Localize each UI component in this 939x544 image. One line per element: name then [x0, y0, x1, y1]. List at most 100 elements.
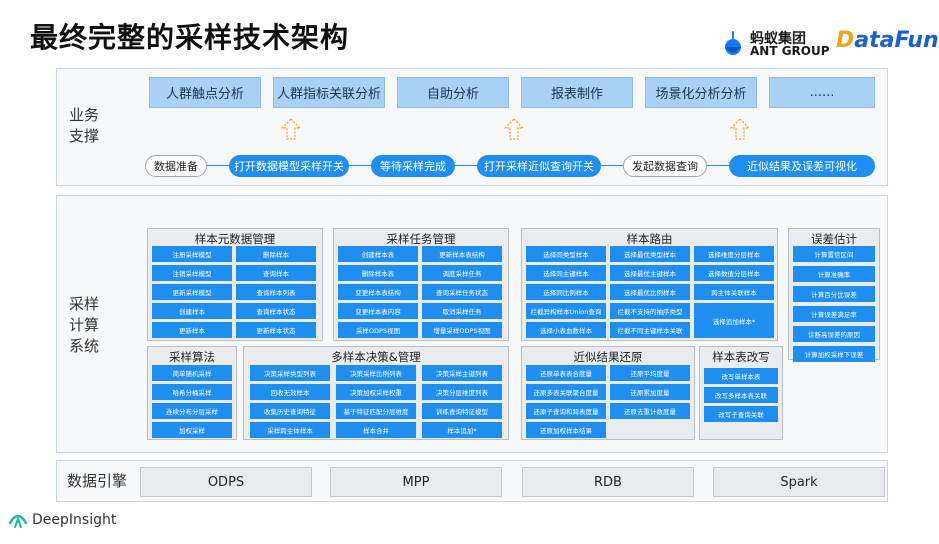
data-engine-label: 数据引擎 [67, 472, 128, 490]
rewrite-item: 改写子查询关联 [704, 406, 778, 422]
error-item: 计算置信区间 [793, 246, 875, 262]
metadata-item: 删除样本 [236, 246, 316, 262]
business-box-report: 报表制作 [521, 77, 633, 108]
panel-approx-restore: 近似结果还原 还原单表表合度量 还原平均度量 还原多表关联聚合度量 还原累加度量… [521, 346, 695, 440]
task-item: 取消采样任务 [422, 303, 502, 319]
task-item: 查询采样任务状态 [422, 284, 502, 300]
deepinsight-name: DeepInsight [32, 512, 117, 528]
business-box-crowd-touchpoint: 人群触点分析 [149, 77, 261, 108]
routing-item: 选择最优主键样本 [610, 265, 690, 281]
decision-item: 决策采样类型列表 [250, 365, 330, 381]
panel-sampling-algorithm: 采样算法 简单随机采样 哈希分桶采样 连续分布分层采样 加权采样 [147, 346, 237, 440]
panel-title: 样本元数据管理 [194, 232, 276, 246]
panel-title: 多样本决策&管理 [331, 350, 421, 364]
panel-title: 样本路由 [626, 232, 673, 246]
decision-item: 回收无效样本 [250, 384, 330, 400]
panel-error-estimation: 误差估计 计算置信区间 计算准确率 计算百分比误差 计算误差满足率 诊断高误差的… [788, 228, 880, 362]
business-box-self-analysis: 自助分析 [397, 77, 509, 108]
business-box-more: ...... [769, 77, 875, 108]
routing-item: 选择追加样本* [694, 303, 774, 338]
decision-item: 决策加权采样权重 [336, 384, 416, 400]
error-item: 计算加权采样下误差 [793, 346, 875, 362]
ant-group-icon [725, 31, 741, 55]
task-item: 调度采样任务 [422, 265, 502, 281]
routing-item: 选择小表血数样本 [526, 322, 606, 338]
panel-title: 近似结果还原 [573, 350, 643, 364]
metadata-item: 查询样本状态 [236, 303, 316, 319]
flow-step-visualize: 近似结果及误差可视化 [729, 155, 875, 177]
task-item: 变更样本表结构 [338, 284, 418, 300]
up-arrow-icon [729, 118, 751, 140]
task-item: 增量采样ODPS视图 [422, 322, 502, 338]
metadata-item: 注册采样模型 [152, 246, 232, 262]
error-item: 诊断高误差的原因 [793, 326, 875, 342]
error-item: 计算百分比误差 [793, 286, 875, 302]
engine-spark: Spark [713, 467, 885, 497]
up-arrow-icon [503, 118, 525, 140]
flow-step-open-model-sampling: 打开数据模型采样开关 [229, 155, 349, 177]
task-item: 删除样本表 [338, 265, 418, 281]
flow-step-issue-query: 发起数据查询 [623, 155, 707, 177]
restore-item: 还原去重计数度量 [610, 403, 690, 419]
business-support-section: 业务 支撑 人群触点分析 人群指标关联分析 自助分析 报表制作 场景化分析分析 … [56, 68, 888, 186]
panel-sample-table-rewrite: 样本表改写 改写单样本表 改写多样本表关联 改写子查询关联 [699, 346, 783, 440]
engine-rdb: RDB [522, 467, 694, 497]
sampling-system-section: 采样 计算 系统 样本元数据管理 注册采样模型 删除样本 注销采样模型 查询样本… [56, 195, 888, 453]
up-arrow-icon [280, 118, 302, 140]
sampling-system-label: 采样 计算 系统 [69, 295, 100, 355]
error-item: 计算误差满足率 [793, 306, 875, 322]
panel-sample-routing: 样本路由 选择同类型样本 选择最优类型样本 选择维度分层样本 选择同主键样本 选… [521, 228, 778, 341]
algorithm-item: 连续分布分层采样 [152, 403, 232, 419]
task-item: 采样ODPS视图 [338, 322, 418, 338]
decision-item: 样本追加* [422, 422, 502, 438]
panel-title: 误差估计 [811, 232, 857, 246]
flow-step-open-approx-query: 打开采样近似查询开关 [477, 155, 601, 177]
ant-group-logo: 蚂蚁集团 ANT GROUP [720, 28, 830, 60]
panel-title: 采样任务管理 [386, 232, 456, 246]
task-item: 更新样本表结构 [422, 246, 502, 262]
flow-step-wait-sampling: 等待采样完成 [371, 155, 455, 177]
restore-item: 还原多表关联聚合度量 [526, 384, 606, 400]
routing-item: 选择数值分层样本 [694, 265, 774, 281]
business-support-label: 业务 支撑 [69, 106, 100, 145]
panel-multi-sample-decision: 多样本决策&管理 决策采样类型列表 决策采样比例列表 决策采样主键列表 回收无效… [243, 346, 509, 440]
engine-mpp: MPP [330, 467, 502, 497]
flow-step-data-prep: 数据准备 [145, 155, 207, 177]
routing-item: 拦截不同主键样本关联 [610, 322, 690, 338]
restore-item: 还原加权样本结果 [526, 422, 606, 438]
panel-title: 样本表改写 [712, 350, 770, 364]
routing-item: 选择同类型样本 [526, 246, 606, 262]
data-engine-section: 数据引擎 ODPS MPP RDB Spark [56, 460, 888, 502]
routing-item: 选择同主键样本 [526, 265, 606, 281]
routing-item: 跨主体关联样本 [694, 284, 774, 300]
decision-item: 采样跨主体样本 [250, 422, 330, 438]
decision-item: 训练查询特征模型 [422, 403, 502, 419]
algorithm-item: 加权采样 [152, 422, 232, 438]
decision-item: 决策采样主键列表 [422, 365, 502, 381]
ant-group-name: 蚂蚁集团 [750, 31, 806, 47]
rewrite-item: 改写单样本表 [704, 368, 778, 384]
routing-item: 选择同比例样本 [526, 284, 606, 300]
metadata-item: 查询样本列表 [236, 284, 316, 300]
engine-odps: ODPS [140, 467, 312, 497]
panel-sample-metadata: 样本元数据管理 注册采样模型 删除样本 注销采样模型 查询样本 更新采样模型 查… [147, 228, 323, 341]
decision-item: 收集历史查询特征 [250, 403, 330, 419]
restore-item: 还原单表表合度量 [526, 365, 606, 381]
error-item: 计算准确率 [793, 266, 875, 282]
task-item: 创建样本表 [338, 246, 418, 262]
page-title: 最终完整的采样技术架构 [30, 21, 350, 54]
business-box-scenario: 场景化分析分析 [645, 77, 757, 108]
business-box-crowd-metric: 人群指标关联分析 [273, 77, 385, 108]
algorithm-item: 简单随机采样 [152, 365, 232, 381]
ant-group-subname: ANT GROUP [750, 44, 830, 58]
decision-item: 决策分层维度列表 [422, 384, 502, 400]
datafun-logo: DataFun. [836, 28, 939, 53]
deepinsight-icon [8, 514, 28, 528]
metadata-item: 更新采样模型 [152, 284, 232, 300]
routing-item: 选择最优比例样本 [610, 284, 690, 300]
decision-item: 基于特征匹配分层维度 [336, 403, 416, 419]
metadata-item: 查询样本 [236, 265, 316, 281]
restore-item: 还原累加度量 [610, 384, 690, 400]
metadata-item: 注销采样模型 [152, 265, 232, 281]
rewrite-item: 改写多样本表关联 [704, 387, 778, 403]
